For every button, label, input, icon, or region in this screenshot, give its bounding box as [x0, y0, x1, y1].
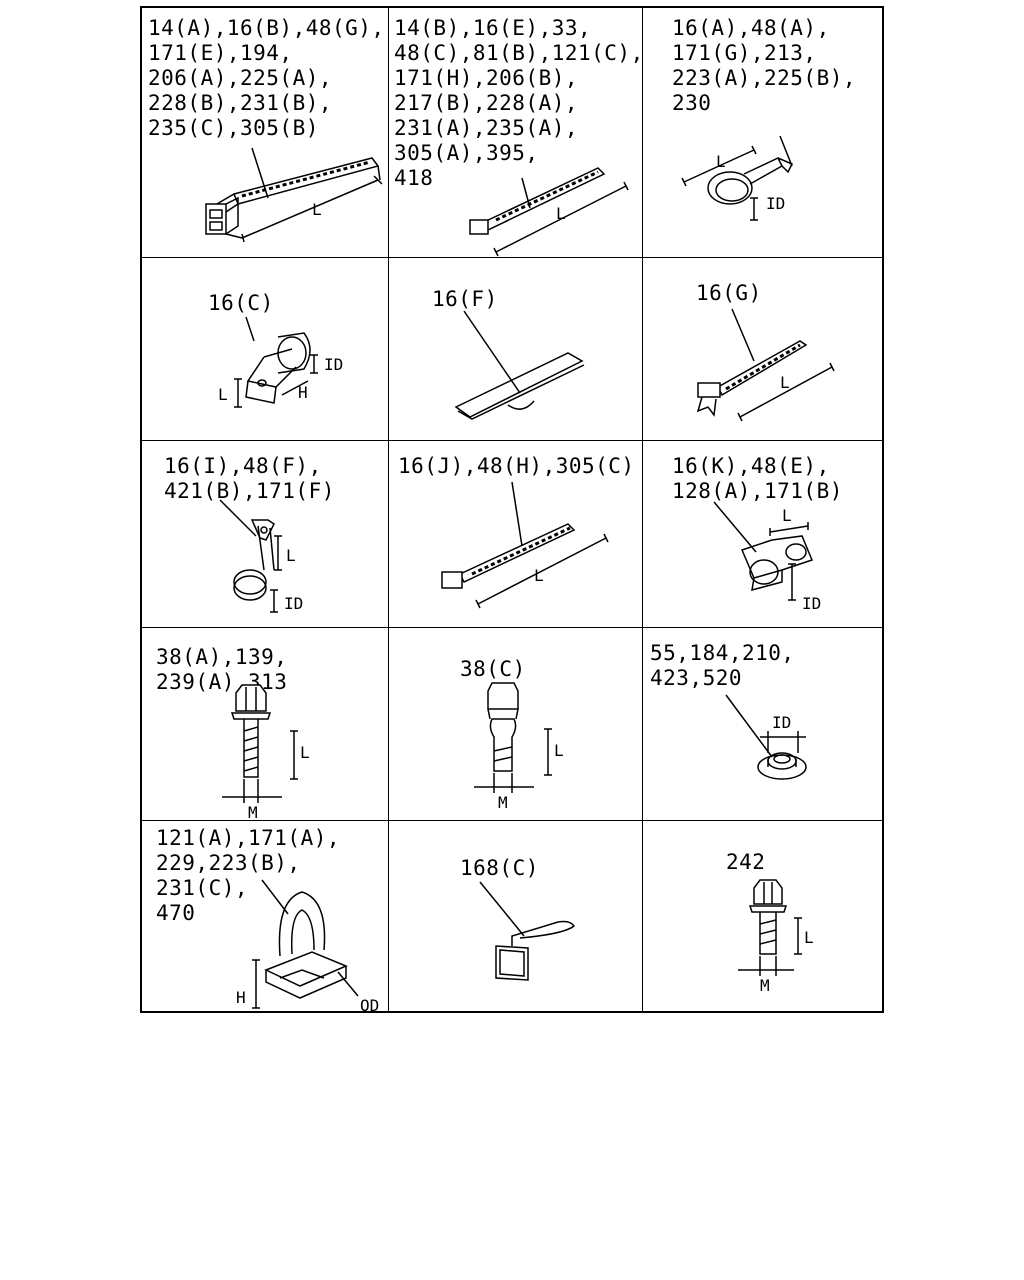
grid-divider: [142, 820, 882, 821]
cable-tie-mount-icon: [142, 8, 388, 257]
ring-clamp-icon: [642, 8, 886, 257]
grid-divider: [388, 8, 389, 1011]
dim-label: L: [804, 928, 814, 947]
dim-label: OD: [360, 996, 380, 1015]
cell-r4c2: 38(C) L M: [388, 627, 642, 820]
bolt-icon: [388, 627, 642, 820]
cell-r2c2: 16(F): [388, 257, 642, 440]
dim-label: L: [218, 385, 228, 404]
cell-r2c1: 16(C) ID L H: [142, 257, 388, 440]
part-label: 38(C): [460, 657, 526, 681]
label-tag-icon: [388, 820, 642, 1015]
dim-label: L: [556, 204, 566, 223]
cell-r1c1: 14(A),16(B),48(G), 171(E),194, 206(A),22…: [142, 8, 388, 257]
part-label: 55,184,210, 423,520: [650, 641, 795, 690]
dim-label: M: [248, 803, 258, 821]
p-clip-icon: [142, 257, 388, 440]
flat-strap-icon: [388, 257, 642, 440]
cell-r3c1: 16(I),48(F), 421(B),171(F) L ID: [142, 440, 388, 627]
part-label: 16(C): [208, 291, 274, 315]
grid-divider: [642, 8, 643, 1011]
part-label: 16(J),48(H),305(C): [398, 454, 635, 478]
hex-bolt-icon: [642, 820, 886, 1015]
cable-tie-icon: [388, 440, 642, 627]
part-label: 14(B),16(E),33, 48(C),81(B),121(C), 171(…: [394, 16, 642, 190]
push-in-tie-icon: [642, 257, 886, 440]
cell-r1c2: 14(B),16(E),33, 48(C),81(B),121(C), 171(…: [388, 8, 642, 257]
dim-label: H: [236, 988, 246, 1007]
grid-divider: [142, 440, 882, 441]
dim-label: L: [554, 741, 564, 760]
dim-label: L: [312, 200, 322, 219]
edge-clip-icon: [142, 820, 388, 1015]
grid-divider: [142, 627, 882, 628]
part-label: 16(F): [432, 287, 498, 311]
part-label: 38(A),139, 239(A),313: [156, 645, 288, 694]
cell-r4c1: 38(A),139, 239(A),313 L M: [142, 627, 388, 820]
cell-r3c2: 16(J),48(H),305(C) L: [388, 440, 642, 627]
cell-r1c3: 16(A),48(A), 171(G),213, 223(A),225(B), …: [642, 8, 886, 257]
dim-label: L: [782, 506, 792, 525]
dim-label: L: [716, 152, 726, 171]
cell-r2c3: 16(G) L: [642, 257, 886, 440]
dim-label: L: [780, 373, 790, 392]
dim-label: M: [760, 976, 770, 995]
dim-label: M: [498, 793, 508, 812]
dim-label: ID: [802, 594, 822, 613]
dim-label: ID: [772, 713, 792, 732]
part-label: 14(A),16(B),48(G), 171(E),194, 206(A),22…: [148, 16, 385, 140]
part-label: 16(I),48(F), 421(B),171(F): [164, 454, 335, 503]
hex-bolt-icon: [142, 627, 388, 820]
loop-clamp-icon: [142, 440, 388, 627]
part-label: 16(G): [696, 281, 762, 305]
grommet-icon: [642, 627, 886, 820]
dim-label: ID: [766, 194, 786, 213]
cable-tie-icon: [388, 8, 642, 257]
parts-grid: 14(A),16(B),48(G), 171(E),194, 206(A),22…: [140, 6, 886, 1015]
cushion-clamp-icon: [642, 440, 886, 627]
part-label: 121(A),171(A), 229,223(B), 231(C), 470: [156, 826, 341, 925]
cell-r5c3: 242 L M: [642, 820, 886, 1015]
dim-label: L: [300, 743, 310, 762]
dim-label: H: [298, 383, 308, 402]
cell-r3c3: 16(K),48(E), 128(A),171(B) L ID: [642, 440, 886, 627]
cell-r5c2: 168(C): [388, 820, 642, 1015]
part-label: 168(C): [460, 856, 539, 880]
part-label: 242: [726, 850, 766, 874]
part-label: 16(A),48(A), 171(G),213, 223(A),225(B), …: [672, 16, 857, 115]
grid-divider: [142, 257, 882, 258]
dim-label: L: [286, 546, 296, 565]
dim-label: ID: [324, 355, 344, 374]
cell-r4c3: 55,184,210, 423,520 ID: [642, 627, 886, 820]
dim-label: ID: [284, 594, 304, 613]
cell-r5c1: 121(A),171(A), 229,223(B), 231(C), 470 H…: [142, 820, 388, 1015]
part-label: 16(K),48(E), 128(A),171(B): [672, 454, 843, 503]
dim-label: L: [534, 566, 544, 585]
